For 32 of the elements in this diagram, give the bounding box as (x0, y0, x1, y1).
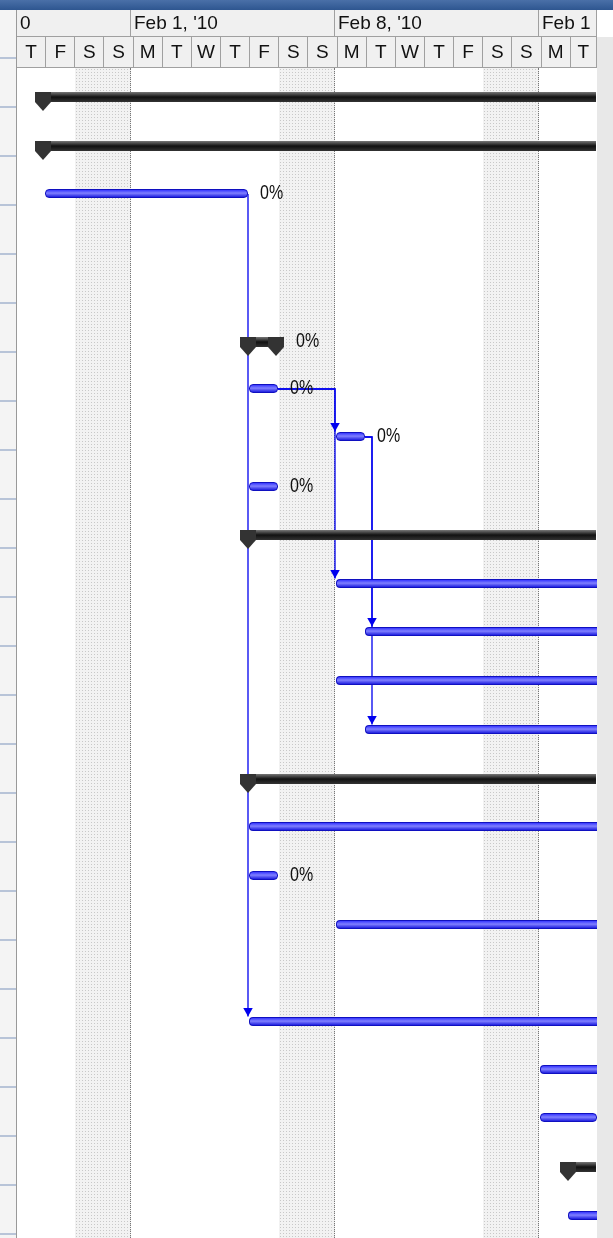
percent-complete-label: 0% (377, 424, 401, 446)
timescale-label: 0 (17, 10, 131, 37)
percent-complete-label: 0% (296, 329, 320, 351)
day-label: S (75, 37, 105, 68)
timescale-label: Feb 8, '10 (335, 10, 539, 37)
link-arrow (277, 388, 340, 580)
percent-complete-label: 0% (290, 474, 314, 496)
percent-complete-label: 0% (290, 863, 314, 885)
link-arrow (243, 193, 253, 1018)
day-label: T (162, 37, 192, 68)
day-label: M (541, 37, 571, 68)
day-label: S (279, 37, 309, 68)
day-label: T (424, 37, 455, 68)
day-label: S (104, 37, 134, 68)
day-label: F (46, 37, 76, 68)
day-label: M (133, 37, 163, 68)
day-label: W (395, 37, 425, 68)
link-arrow (364, 436, 377, 726)
timescale-label: Feb 1 (539, 10, 597, 37)
day-label: W (191, 37, 221, 68)
day-label: F (250, 37, 280, 68)
day-label: F (454, 37, 484, 68)
day-label: T (17, 37, 47, 68)
timescale-label: Feb 1, '10 (131, 10, 335, 37)
day-label: T (366, 37, 396, 68)
day-label: S (308, 37, 338, 68)
percent-complete-label: 0% (260, 181, 284, 203)
day-label: M (337, 37, 367, 68)
day-label: S (512, 37, 542, 68)
day-label: S (483, 37, 513, 68)
day-label: T (570, 37, 597, 68)
day-label: T (220, 37, 251, 68)
